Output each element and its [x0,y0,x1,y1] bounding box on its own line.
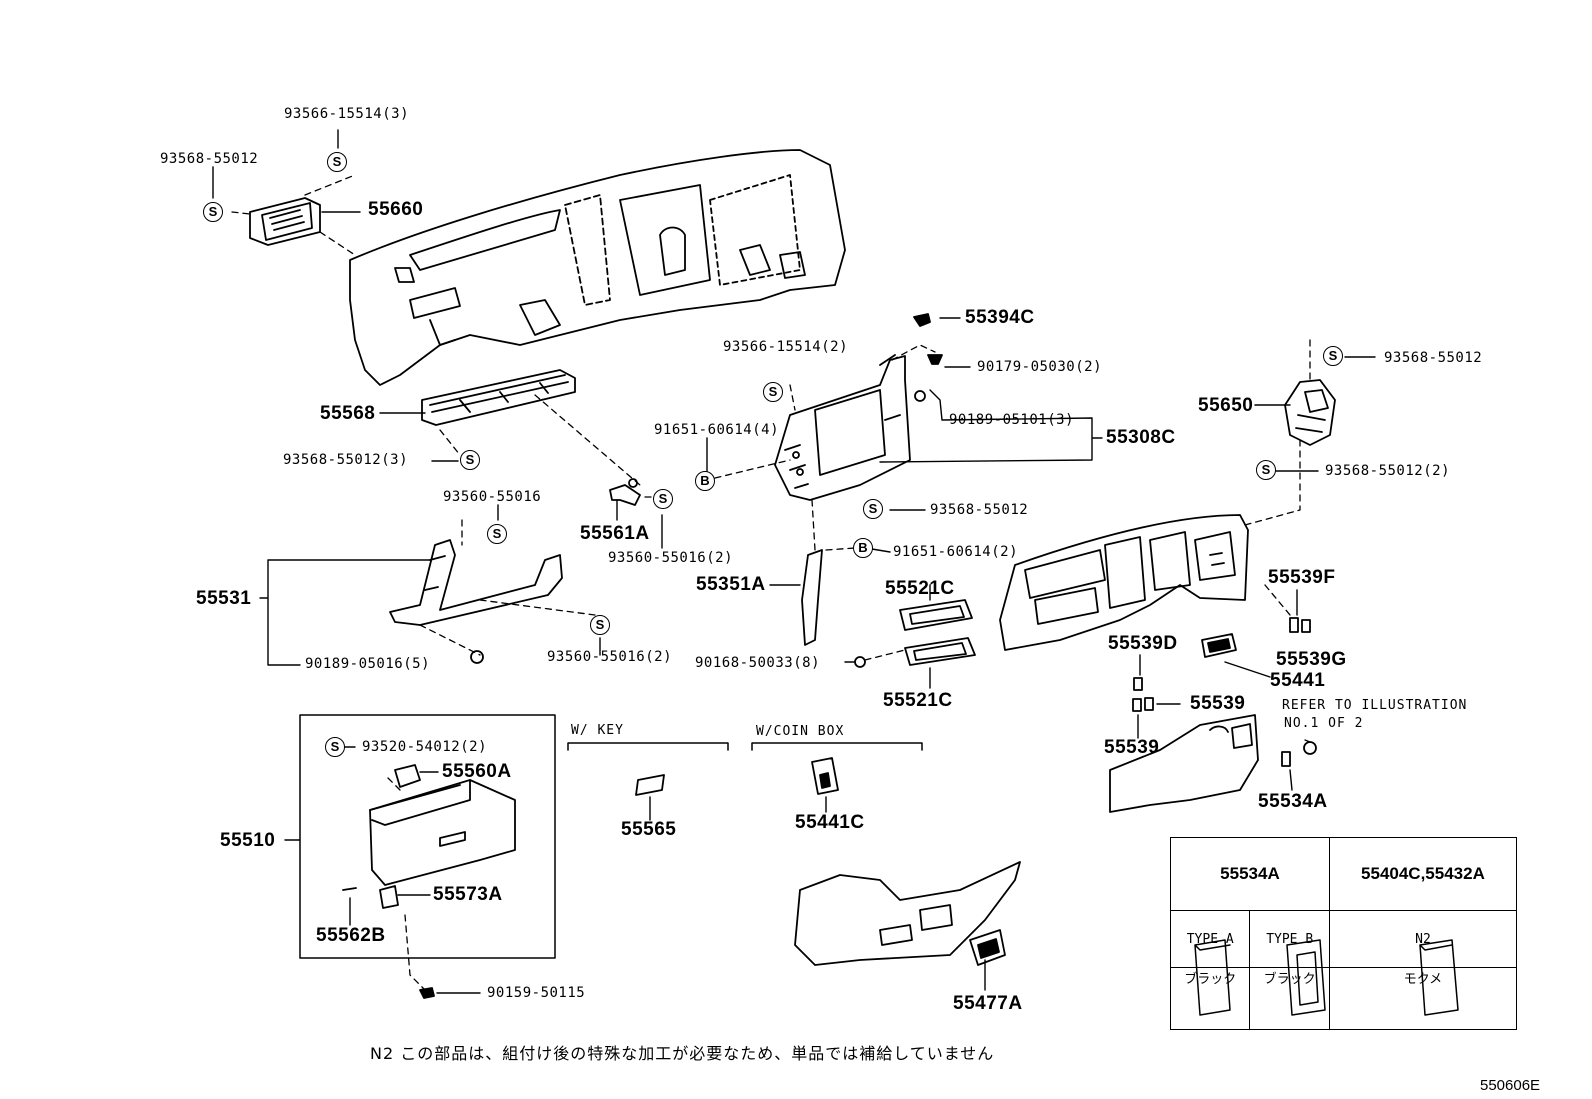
color-reference-table: 55534A 55404C,55432A TYPE A TYPE B N2 ブラ… [1169,836,1518,1030]
refer-line-1: REFER TO ILLUSTRATION [1282,698,1468,713]
label-93568-55012-b: 93568-55012 [930,502,1029,518]
label-55308C: 55308C [1106,427,1176,448]
footer-note: N2 この部品は、組付け後の特殊な加工が必要なため、単品では補給していません [370,1044,995,1063]
label-93566-15514-2: 93566-15514(2) [723,339,849,355]
s-mark-screw-2: S [203,202,223,222]
s-mark-screw-6: S [590,615,610,635]
s-mark-screw-5: S [653,489,673,509]
label-55394C: 55394C [965,307,1035,328]
s-mark-screw-7: S [763,382,783,402]
center-bracket-drawing [774,354,911,501]
label-93568-55012-c: 93568-55012 [1384,350,1483,366]
label-55565: 55565 [621,819,677,840]
s-mark-screw-1: S [327,152,347,172]
label-55562B: 55562B [316,925,386,946]
table-color-black-b: ブラック [1249,967,1330,1030]
label-55539D: 55539D [1108,633,1178,654]
label-55539-b: 55539 [1104,737,1160,758]
label-55531: 55531 [196,588,252,609]
reinforcement-bracket-drawing [389,539,563,626]
side-register-left-drawing [249,197,321,246]
label-55477A: 55477A [953,993,1023,1014]
s-mark-screw-11: S [325,737,345,757]
label-55561A: 55561A [580,523,650,544]
assembly-dashed-lines [231,174,1311,991]
label-55539F: 55539F [1268,567,1336,588]
b-mark-bolt-1: B [695,471,715,491]
label-91651-60614-2: 91651-60614(2) [893,544,1019,560]
label-55521C-b: 55521C [883,690,953,711]
label-93560-55016-a: 93560-55016 [443,489,542,505]
table-color-mokume: モクメ [1328,967,1518,1030]
label-93520-54012-2: 93520-54012(2) [362,739,488,755]
label-55521C-a: 55521C [885,578,955,599]
label-91651-60614-4: 91651-60614(4) [654,422,780,438]
instrument-panel-drawing [349,149,846,386]
table-type-a: TYPE A [1169,910,1251,969]
label-55441: 55441 [1270,670,1326,691]
label-90189-05101-3: 90189-05101(3) [949,412,1075,428]
label-93568-55012-2: 93568-55012(2) [1325,463,1451,479]
clip-drawing [609,478,641,506]
label-93560-55016-2a: 93560-55016(2) [608,550,734,566]
lower-right-finish-panel-drawing [1109,714,1259,813]
table-header-55534A: 55534A [1170,836,1330,912]
label-55650: 55650 [1198,395,1254,416]
label-55539-a: 55539 [1190,693,1246,714]
table-type-b: TYPE B [1249,910,1330,969]
s-mark-screw-8: S [863,499,883,519]
diagram-id: 550606E [1480,1077,1541,1094]
key-cylinder-drawing [635,774,665,796]
s-mark-screw-3: S [460,450,480,470]
label-90189-05016-5: 90189-05016(5) [305,656,431,672]
label-90168-50033-8: 90168-50033(8) [695,655,821,671]
s-mark-screw-4: S [487,524,507,544]
label-93566-15514-3: 93566-15514(3) [284,106,410,122]
refer-line-2: NO.1 OF 2 [1284,716,1364,731]
duct-parts-drawing [899,599,976,666]
label-90179-05030-2: 90179-05030(2) [977,359,1103,375]
label-93568-55012-a: 93568-55012 [160,151,259,167]
glove-box-drawing [342,764,516,909]
side-register-right-drawing [1284,379,1336,446]
label-55660: 55660 [368,199,424,220]
label-90159-50115: 90159-50115 [487,985,586,1001]
s-mark-screw-9: S [1323,346,1343,366]
lower-trim-bar-drawing [421,369,576,426]
coin-box-drawing [811,757,839,795]
label-55534A: 55534A [1258,791,1328,812]
cluster-finish-panel-drawing [999,514,1249,651]
switch-drawing [1201,633,1237,658]
brace-drawing [801,549,823,646]
group-label-w-key: W/ KEY [571,723,624,738]
group-brackets [299,714,923,959]
s-mark-screw-10: S [1256,460,1276,480]
label-93560-55016-2b: 93560-55016(2) [547,649,673,665]
small-caps-drawing [1132,617,1317,767]
table-n2: N2 [1328,910,1518,969]
b-mark-bolt-2: B [853,538,873,558]
label-55560A: 55560A [442,761,512,782]
group-label-w-coin-box: W/COIN BOX [756,724,845,739]
label-55539G: 55539G [1276,649,1347,670]
table-color-black-a: ブラック [1169,967,1251,1030]
label-93568-55012-3: 93568-55012(3) [283,452,409,468]
label-55441C: 55441C [795,812,865,833]
label-55351A: 55351A [696,574,766,595]
label-55573A: 55573A [433,884,503,905]
lower-finish-panel-drawing [794,861,1021,966]
table-header-55404C-55432A: 55404C,55432A [1328,836,1518,912]
label-55510: 55510 [220,830,276,851]
label-55568: 55568 [320,403,376,424]
